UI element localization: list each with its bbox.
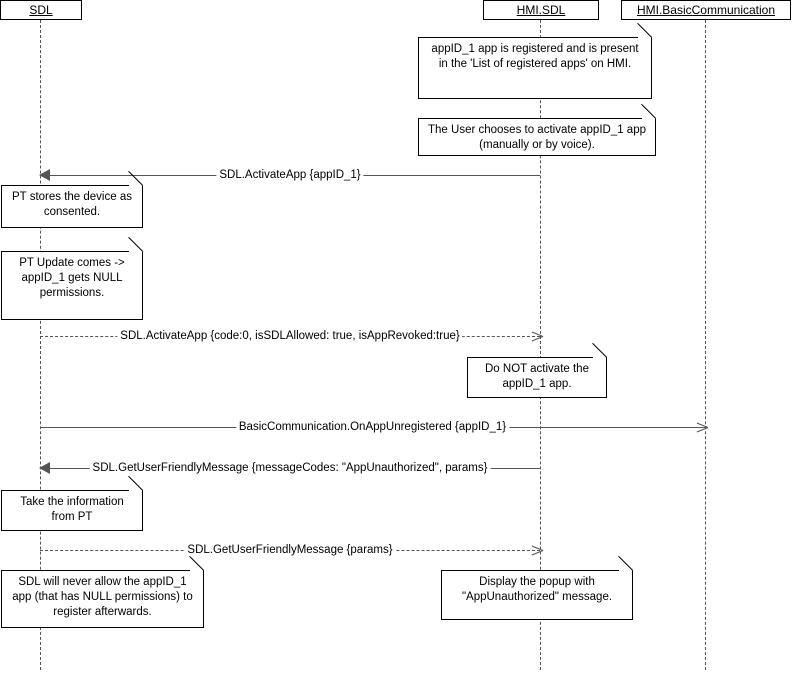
note-fold-corner-icon xyxy=(129,185,143,199)
participant-label: HMI.SDL xyxy=(516,3,566,17)
note-n7[interactable]: SDL will never allow the appID_1 app (th… xyxy=(1,555,204,628)
participant-label: HMI.BasicCommunication xyxy=(636,3,776,17)
message-label: SDL.GetUserFriendlyMessage {messageCodes… xyxy=(89,461,491,475)
note-fold-line-icon xyxy=(592,342,607,358)
note-text: Display the popup with "AppUnauthorized"… xyxy=(461,576,613,603)
participant-hmibc[interactable]: HMI.BasicCommunication xyxy=(621,0,791,20)
lifeline-hmibc xyxy=(705,20,706,670)
note-n2[interactable]: The User chooses to activate appID_1 app… xyxy=(418,103,656,156)
note-fold-corner-icon xyxy=(638,37,652,51)
note-n4[interactable]: PT Update comes -> appID_1 gets NULL per… xyxy=(1,236,143,320)
note-fold-corner-icon xyxy=(642,118,656,132)
note-n8[interactable]: Display the popup with "AppUnauthorized"… xyxy=(441,555,633,620)
note-fold-line-icon xyxy=(618,555,633,571)
note-n6[interactable]: Take the information from PT xyxy=(1,475,143,531)
message-label: SDL.ActivateApp {appID_1} xyxy=(216,168,364,182)
note-text: PT Update comes -> appID_1 gets NULL per… xyxy=(19,257,125,299)
arrowhead-left xyxy=(39,462,50,474)
note-fold-line-icon xyxy=(637,22,652,38)
lifeline-hmisdl xyxy=(540,20,541,670)
message-m2[interactable]: SDL.ActivateApp {code:0, isSDLAllowed: t… xyxy=(40,329,540,344)
note-text: SDL will never allow the appID_1 app (th… xyxy=(12,576,193,618)
message-m1[interactable]: SDL.ActivateApp {appID_1} xyxy=(39,168,540,183)
message-m5[interactable]: SDL.GetUserFriendlyMessage {params} xyxy=(40,543,540,558)
lifeline-sdl xyxy=(40,20,41,670)
message-m3[interactable]: BasicCommunication.OnAppUnregistered {ap… xyxy=(40,420,705,435)
message-m4[interactable]: SDL.GetUserFriendlyMessage {messageCodes… xyxy=(39,461,540,476)
note-n1[interactable]: appID_1 app is registered and is present… xyxy=(418,22,652,99)
note-n5[interactable]: Do NOT activate the appID_1 app. xyxy=(467,342,607,398)
note-fold-corner-icon xyxy=(129,490,143,504)
note-fold-corner-icon xyxy=(619,570,633,584)
note-text: appID_1 app is registered and is present… xyxy=(431,43,639,70)
participant-label: SDL xyxy=(29,3,53,17)
note-fold-line-icon xyxy=(128,475,143,491)
note-text: The User chooses to activate appID_1 app… xyxy=(428,124,646,151)
message-label: SDL.ActivateApp {code:0, isSDLAllowed: t… xyxy=(117,329,463,343)
arrowhead-left xyxy=(39,169,50,181)
message-label: SDL.GetUserFriendlyMessage {params} xyxy=(184,543,396,557)
note-fold-corner-icon xyxy=(190,570,204,584)
participant-hmisdl[interactable]: HMI.SDL xyxy=(483,0,599,20)
message-label: BasicCommunication.OnAppUnregistered {ap… xyxy=(235,420,510,434)
note-fold-corner-icon xyxy=(593,357,607,371)
note-n3[interactable]: PT stores the device as consented. xyxy=(1,170,143,228)
note-fold-line-icon xyxy=(641,103,656,119)
note-fold-corner-icon xyxy=(129,251,143,265)
note-text: PT stores the device as consented. xyxy=(12,191,132,218)
participant-sdl[interactable]: SDL xyxy=(0,0,82,20)
note-fold-line-icon xyxy=(189,555,204,571)
note-fold-line-icon xyxy=(128,236,143,252)
note-text: Do NOT activate the appID_1 app. xyxy=(485,363,589,390)
note-text: Take the information from PT xyxy=(20,496,124,523)
